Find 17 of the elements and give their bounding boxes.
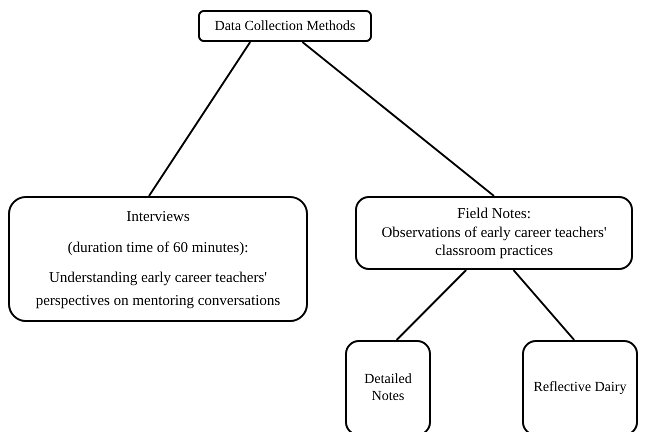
node-box <box>522 340 638 432</box>
node-text: Interviews <box>126 208 190 227</box>
node-text: (duration time of 60 minutes): <box>68 238 248 258</box>
node-box <box>345 340 431 432</box>
node-text: Observations of early career teachers' classroom practices <box>380 224 608 262</box>
node-box <box>198 10 372 42</box>
connector-line <box>512 269 575 341</box>
node-text: Detailed Notes <box>363 370 413 406</box>
node-text: Understanding early career teachers' perspectives on mentoring conversations <box>34 269 282 310</box>
connector-line <box>148 41 252 197</box>
node-text: Data Collection Methods <box>214 18 356 36</box>
node-box <box>355 196 633 270</box>
node-text: Reflective Dairy <box>534 379 626 397</box>
connector-line <box>302 41 495 197</box>
connector-line <box>396 269 467 341</box>
node-box <box>8 196 308 322</box>
node-text: Field Notes: <box>457 204 531 224</box>
